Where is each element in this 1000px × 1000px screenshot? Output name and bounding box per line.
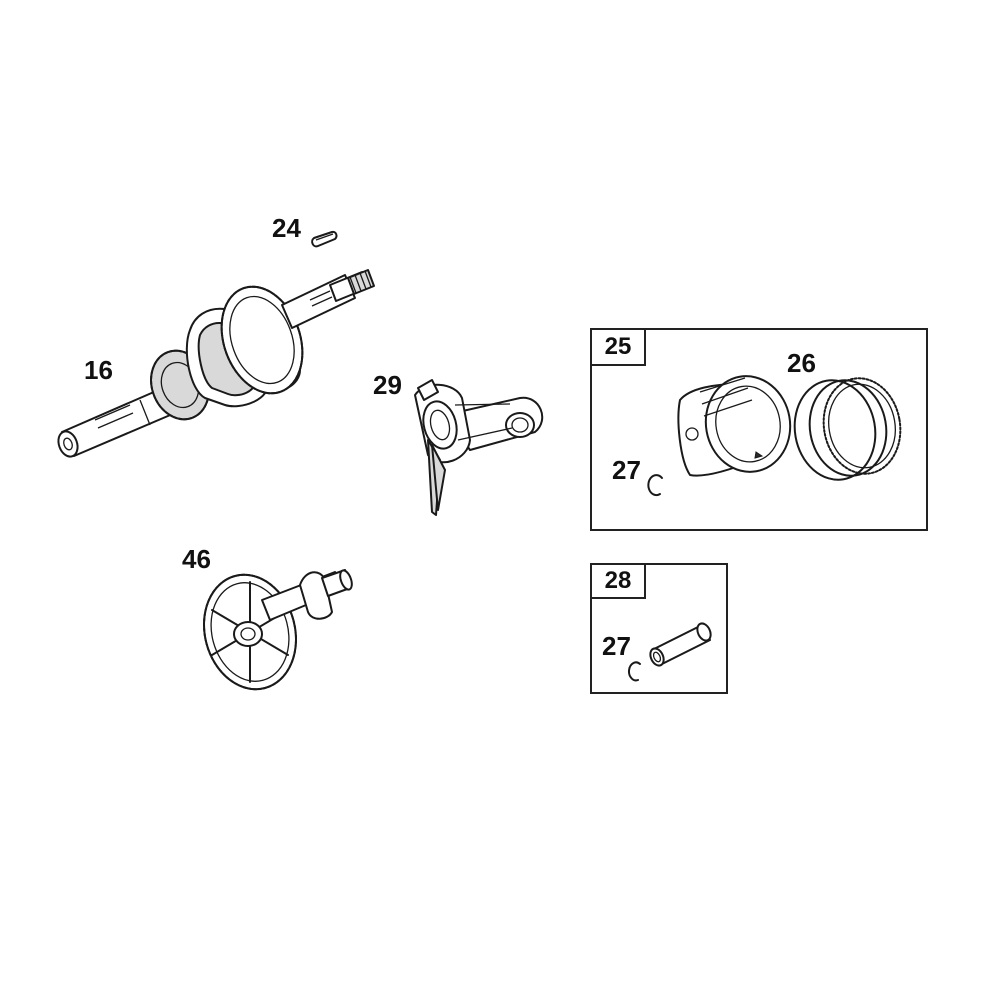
callout-26: 26	[787, 348, 816, 378]
piston-icon[interactable]	[677, 369, 797, 478]
retainer-clip-icon[interactable]	[627, 661, 641, 682]
callout-29: 29	[373, 370, 402, 400]
connecting-rod-icon[interactable]	[414, 379, 544, 516]
pin-kit-label: 28	[590, 563, 646, 599]
callout-24: 24	[272, 213, 301, 243]
pin-kit-box	[590, 563, 728, 694]
wrist-pin-icon[interactable]	[648, 621, 713, 667]
key-icon[interactable]	[311, 230, 338, 248]
piston-kit-label: 25	[590, 328, 646, 366]
piston-kit-box	[590, 328, 928, 531]
crankshaft-icon[interactable]	[55, 269, 375, 459]
retainer-clip-icon[interactable]	[647, 474, 663, 497]
piston-rings-icon[interactable]	[787, 372, 908, 486]
callout-16: 16	[84, 355, 113, 385]
callout-27-piston-kit: 27	[612, 455, 641, 485]
camshaft-gear-icon[interactable]	[192, 564, 355, 699]
callout-46: 46	[182, 544, 211, 574]
callout-27-pin-kit: 27	[602, 631, 631, 661]
